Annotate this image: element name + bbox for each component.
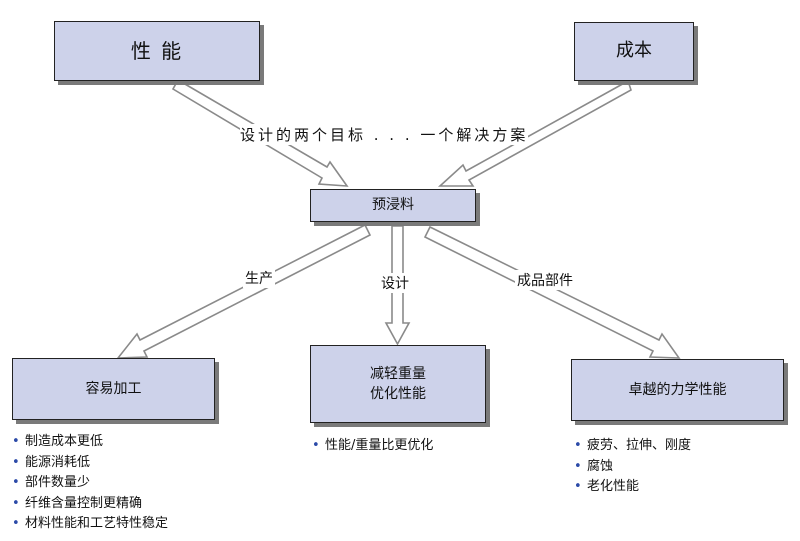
performance-box: 性 能 [54, 21, 260, 81]
list-item: 制造成本更低 [12, 432, 168, 453]
arrow-prepreg-to-easy-processing [116, 223, 372, 359]
list-item: 纤维含量控制更精确 [12, 494, 168, 515]
arrow-cost-to-prepreg [437, 79, 632, 187]
edge-label-design: 设计 [379, 273, 411, 293]
easy-processing-box-label: 容易加工 [85, 380, 142, 397]
list-item: 老化性能 [574, 477, 691, 498]
easy-processing-bullets: 制造成本更低 能源消耗低 部件数量少 纤维含量控制更精确 材料性能和工艺特性稳定 [12, 432, 168, 535]
list-item: 腐蚀 [574, 457, 691, 478]
easy-processing-box: 容易加工 [12, 358, 215, 420]
mechanical-performance-bullets: 疲劳、拉伸、刚度 腐蚀 老化性能 [574, 436, 691, 498]
edge-label-production: 生产 [243, 268, 275, 288]
weight-reduction-line1: 减轻重量 [370, 365, 426, 382]
edge-label-finished-parts: 成品部件 [515, 270, 575, 290]
prepreg-box: 预浸料 [310, 189, 476, 222]
cost-box-label: 成本 [616, 40, 652, 62]
arrow-prepreg-to-mechanical-performance [423, 225, 681, 359]
cost-box: 成本 [574, 22, 694, 81]
mechanical-performance-box: 卓越的力学性能 [571, 359, 784, 421]
weight-reduction-line2: 优化性能 [370, 386, 426, 402]
weight-reduction-bullets: 性能/重量比更优化 [312, 436, 433, 457]
weight-reduction-box: 减轻重量 优化性能 [310, 345, 486, 423]
list-item: 部件数量少 [12, 473, 168, 494]
list-item: 性能/重量比更优化 [312, 436, 433, 457]
mechanical-performance-box-label: 卓越的力学性能 [628, 381, 727, 398]
list-item: 材料性能和工艺特性稳定 [12, 514, 168, 535]
center-caption: 设计的两个目标 . . . 一个解决方案 [240, 124, 529, 145]
list-item: 能源消耗低 [12, 453, 168, 474]
list-item: 疲劳、拉伸、刚度 [574, 436, 691, 457]
prepreg-box-label: 预浸料 [372, 197, 414, 214]
performance-box-label: 性 能 [130, 38, 184, 63]
